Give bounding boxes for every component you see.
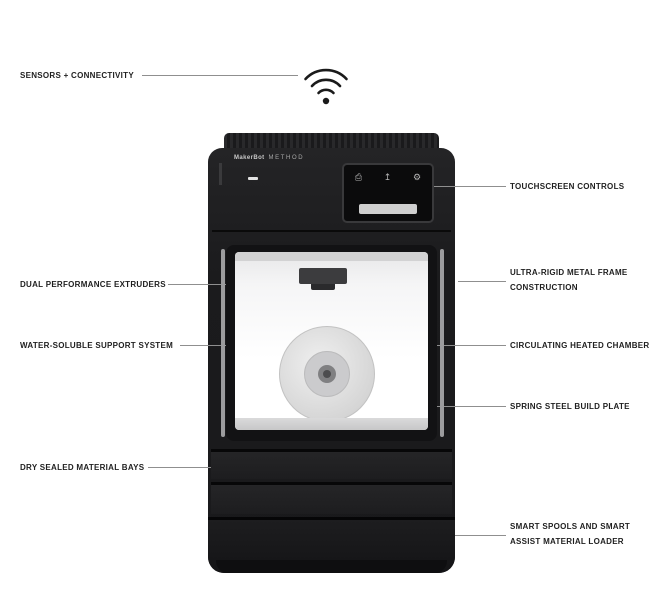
touchscreen: ⎙ ↥ ⚙ <box>342 163 434 223</box>
leader-build-plate <box>422 406 506 407</box>
callout-material-bays: DRY SEALED MATERIAL BAYS <box>20 463 145 472</box>
leader-chamber <box>397 345 506 346</box>
callout-build-plate: SPRING STEEL BUILD PLATE <box>510 402 630 411</box>
usb-port <box>248 177 258 180</box>
extruder-nozzles <box>311 284 335 290</box>
extrude-icon: ↥ <box>383 172 392 182</box>
leader-material-bays <box>148 467 248 468</box>
metal-frame-highlight-left <box>221 249 225 437</box>
callout-smart-spools: SMART SPOOLS AND SMART ASSIST MATERIAL L… <box>510 522 631 547</box>
door-hinge-detail <box>219 163 222 185</box>
leader-touchscreen <box>434 186 506 187</box>
callout-touchscreen-controls: TOUCHSCREEN CONTROLS <box>510 182 625 191</box>
console-seam <box>212 230 451 232</box>
build-plate <box>235 418 428 430</box>
extruder-carriage <box>299 268 347 284</box>
callout-heated-chamber: CIRCULATING HEATED CHAMBER <box>510 341 650 350</box>
chamber-window <box>235 252 428 430</box>
metal-frame-highlight-right <box>440 249 444 437</box>
printer-base-foot <box>216 560 447 573</box>
touchscreen-icon-row: ⎙ ↥ ⚙ <box>344 173 432 182</box>
model-text: METHOD <box>268 155 305 161</box>
leader-extruders <box>168 284 243 285</box>
printer-top-vent <box>224 133 439 151</box>
touchscreen-cell: ⚙ <box>413 173 421 182</box>
print-icon: ⎙ <box>354 172 363 182</box>
touchscreen-cell: ⎙ <box>355 173 362 182</box>
callout-sensors-connectivity: SENSORS + CONNECTIVITY <box>20 71 134 80</box>
leader-smart-spools <box>452 535 506 536</box>
touchscreen-status-bar <box>359 204 417 214</box>
touchscreen-cell: ↥ <box>384 173 392 182</box>
callout-metal-frame: ULTRA-RIGID METAL FRAME CONSTRUCTION <box>510 268 628 293</box>
settings-icon: ⚙ <box>413 172 422 182</box>
chamber-door-frame <box>226 245 437 441</box>
spool-inner-ring <box>304 351 350 397</box>
material-bay-drawer-top <box>211 449 452 479</box>
leader-sensors <box>142 75 298 76</box>
material-bay-drawer-bottom <box>211 482 452 514</box>
brand-text: MakerBot <box>234 155 265 161</box>
spool-hub-center <box>323 370 331 378</box>
spool-hub <box>318 365 336 383</box>
gantry-rail <box>235 252 428 261</box>
callout-dual-extruders: DUAL PERFORMANCE EXTRUDERS <box>20 280 166 289</box>
wifi-icon <box>304 68 348 105</box>
printer-base <box>208 517 455 573</box>
callout-support-system: WATER-SOLUBLE SUPPORT SYSTEM <box>20 341 174 350</box>
filament-spool <box>279 326 375 422</box>
leader-frame <box>458 281 506 282</box>
